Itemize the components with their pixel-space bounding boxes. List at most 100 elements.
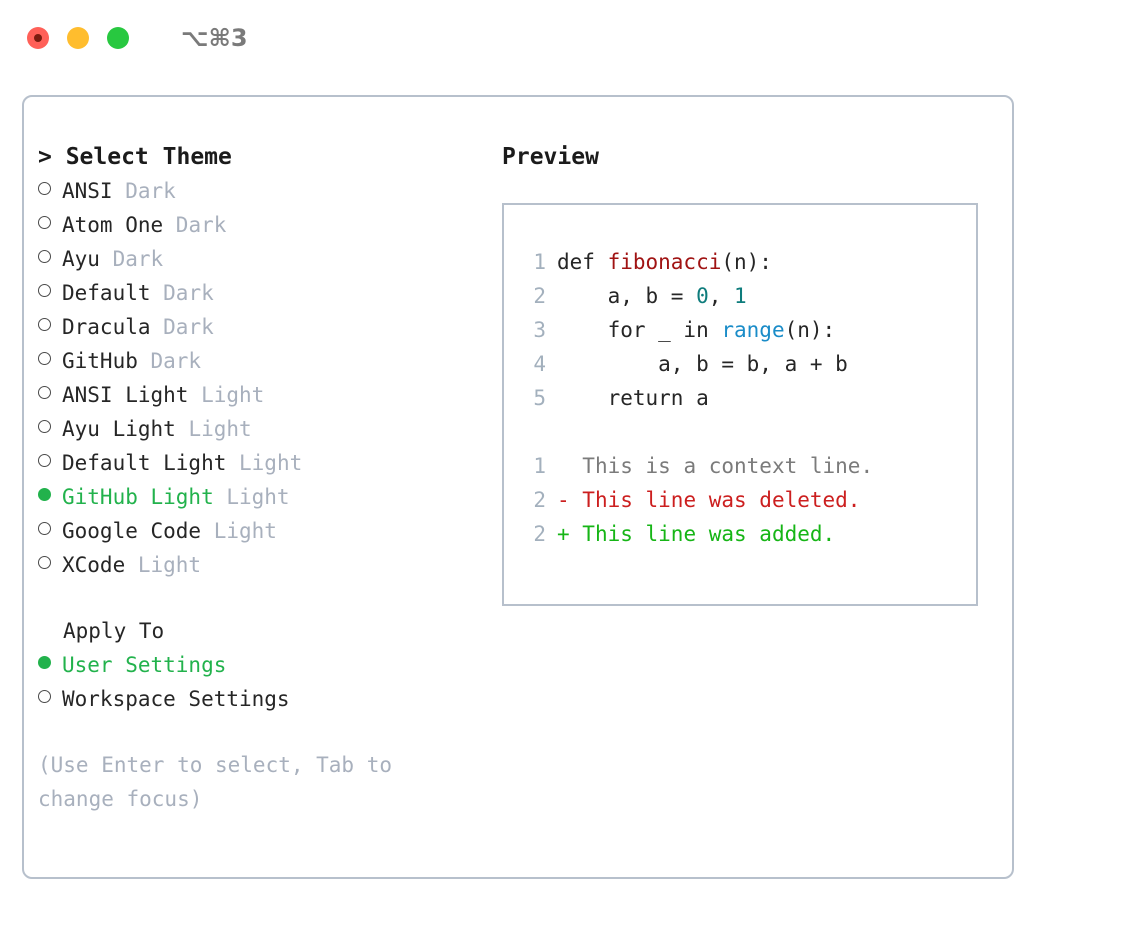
diff-line: 2 + This line was added. [518,517,976,551]
theme-option-label: Default Light [62,451,227,475]
code-line-text: return a [557,381,709,415]
code-token-plain: def [557,250,608,274]
diff-line-text: This line was deleted. [569,488,861,512]
select-theme-heading: > Select Theme [38,144,232,170]
theme-variant-badge: Dark [163,213,227,237]
code-line: 3 for _ in range(n): [518,313,976,347]
code-line-text: a, b = b, a + b [557,347,848,381]
code-line-text: for _ in range(n): [557,313,836,347]
radio-unselected-icon[interactable] [38,454,51,467]
theme-option-ansi-light[interactable]: ANSI Light Light [38,378,478,412]
theme-option-atom-one[interactable]: Atom One Dark [38,208,478,242]
radio-unselected-icon[interactable] [38,284,51,297]
keyboard-shortcut-label: ⌥⌘3 [181,24,248,52]
code-token-num: 0 [696,284,709,308]
diff-line-text: This line was added. [569,522,836,546]
radio-selected-icon[interactable] [38,488,51,501]
code-token-num: 1 [734,284,747,308]
diff-marker [557,449,570,483]
apply-to-option-label: User Settings [62,653,227,677]
radio-selected-icon[interactable] [38,656,51,669]
theme-option-google-code[interactable]: Google Code Light [38,514,478,548]
diff-line-text: This is a context line. [569,454,874,478]
theme-option-github-light[interactable]: GitHub Light Light [38,480,478,514]
theme-option-label: Ayu [62,247,100,271]
theme-variant-badge: Dark [112,179,176,203]
minimize-button-icon[interactable] [67,27,89,49]
radio-unselected-icon[interactable] [38,690,51,703]
traffic-light-controls [27,27,129,49]
theme-option-label: Default [62,281,151,305]
radio-unselected-icon[interactable] [38,250,51,263]
diff-line: 1 This is a context line. [518,449,976,483]
radio-unselected-icon[interactable] [38,352,51,365]
code-token-call: range [721,318,785,342]
code-line-text: def fibonacci(n): [557,245,772,279]
theme-option-label: Google Code [62,519,202,543]
radio-unselected-icon[interactable] [38,216,51,229]
apply-to-option-label: Workspace Settings [62,687,290,711]
apply-to-option-user-settings[interactable]: User Settings [38,648,478,682]
theme-option-label: Atom One [62,213,164,237]
line-number: 3 [533,318,546,342]
theme-variant-badge: Dark [150,315,214,339]
maximize-button-icon[interactable] [107,27,129,49]
radio-unselected-icon[interactable] [38,556,51,569]
theme-option-label: GitHub Light [62,485,214,509]
code-token-plain: a, b = b, a + b [557,352,848,376]
line-number: 2 [533,522,546,546]
spacer [38,716,478,748]
theme-option-dracula[interactable]: Dracula Dark [38,310,478,344]
preview-heading: Preview [502,144,599,170]
theme-option-label: GitHub [62,349,138,373]
keyboard-hint-text: (Use Enter to select, Tab to change focu… [38,753,405,811]
radio-unselected-icon[interactable] [38,318,51,331]
apply-to-heading: Apply To [63,619,165,643]
theme-option-ayu[interactable]: Ayu Dark [38,242,478,276]
theme-option-xcode[interactable]: XCode Light [38,548,478,582]
code-token-plain: (n): [721,250,772,274]
diff-line: 2- This line was deleted. [518,483,976,517]
theme-variant-badge: Dark [99,247,164,271]
line-number: 4 [533,352,546,376]
theme-option-github[interactable]: GitHub Dark [38,344,478,378]
close-button-icon[interactable] [27,27,49,49]
apply-to-option-workspace-settings[interactable]: Workspace Settings [38,682,478,716]
theme-option-default-light[interactable]: Default Light Light [38,446,478,480]
spacer [518,415,976,449]
diff-sample: 1 This is a context line.2- This line wa… [518,449,976,551]
theme-option-ayu-light[interactable]: Ayu Light Light [38,412,478,446]
diff-marker: - [557,488,570,512]
radio-unselected-icon[interactable] [38,182,51,195]
theme-option-default[interactable]: Default Dark [38,276,478,310]
line-number: 1 [533,250,546,274]
line-number: 5 [533,386,546,410]
theme-variant-badge: Light [201,519,277,543]
radio-unselected-icon[interactable] [38,522,51,535]
theme-option-label: ANSI [62,179,113,203]
radio-unselected-icon[interactable] [38,386,51,399]
line-number: 2 [533,488,546,512]
code-token-plain: return a [557,386,709,410]
spacer [38,582,478,614]
code-line: 1 def fibonacci(n): [518,245,976,279]
line-number: 2 [533,284,546,308]
theme-option-label: Dracula [62,315,151,339]
diff-marker: + [557,522,570,546]
theme-option-label: ANSI Light [62,383,189,407]
theme-variant-badge: Light [213,485,290,509]
radio-unselected-icon[interactable] [38,420,51,433]
code-line: 5 return a [518,381,976,415]
code-token-plain: , [708,284,735,308]
theme-option-ansi[interactable]: ANSI Dark [38,174,478,208]
line-number: 1 [533,454,546,478]
code-line-text: a, b = 0, 1 [557,279,747,313]
